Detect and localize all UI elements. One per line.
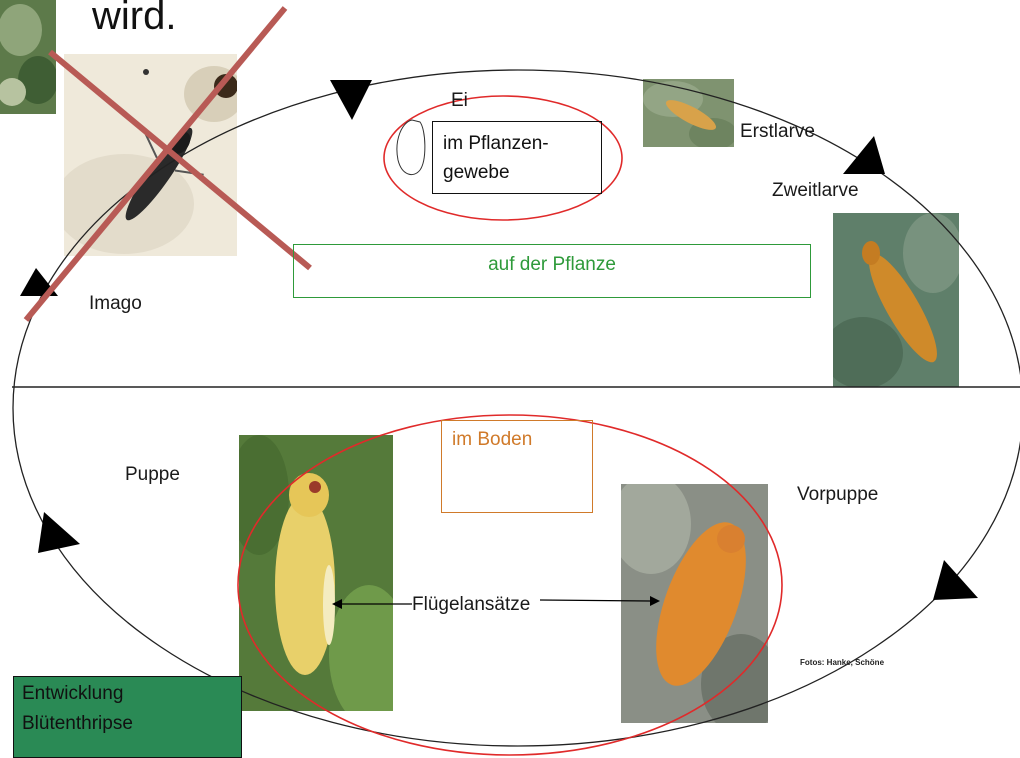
photo-credit: Fotos: Hanke, Schöne	[800, 658, 884, 667]
cycle-arrow-right	[843, 136, 885, 174]
stage-label-erstlarve: Erstlarve	[740, 121, 815, 143]
egg-note-box: im Pflanzen- gewebe	[432, 121, 602, 194]
stage-label-vorpuppe: Vorpuppe	[797, 484, 878, 506]
cycle-arrow-top	[330, 80, 372, 120]
stage-label-imago: Imago	[89, 293, 142, 315]
stage-label-zweitlarve: Zweitlarve	[772, 180, 859, 202]
cycle-arrow-lower-right	[933, 560, 978, 600]
title-box: Entwicklung Blütenthripse	[13, 676, 242, 758]
title-line1: Entwicklung	[22, 683, 123, 705]
stage-label-puppe: Puppe	[125, 464, 180, 486]
cross-stroke-2	[26, 8, 285, 320]
soil-zone-label: im Boden	[452, 429, 532, 451]
wing-arrow-right-line	[540, 600, 650, 601]
plant-zone-label: auf der Pflanze	[294, 254, 810, 276]
wing-buds-label: Flügelansätze	[412, 594, 530, 616]
cross-stroke-1	[50, 52, 310, 268]
wing-arrow-right-head	[650, 596, 660, 606]
title-line2: Blütenthripse	[22, 713, 133, 735]
cycle-arrow-left	[38, 512, 80, 553]
heading-fragment: wird.	[92, 0, 176, 39]
stage-label-ei: Ei	[451, 90, 468, 112]
egg-note-line1: im Pflanzen-	[443, 133, 549, 155]
egg-icon	[397, 120, 425, 175]
soil-zone-box: im Boden	[441, 420, 593, 513]
wing-arrow-left-head	[332, 599, 342, 609]
egg-note-line2: gewebe	[443, 162, 510, 184]
plant-zone-box: auf der Pflanze	[293, 244, 811, 298]
